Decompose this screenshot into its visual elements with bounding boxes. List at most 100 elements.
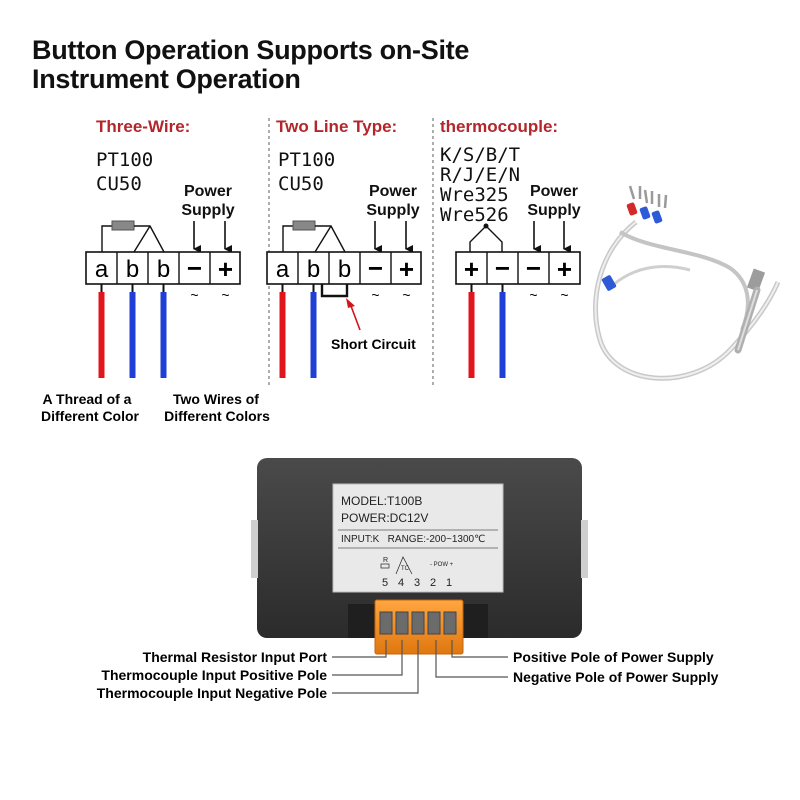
page-title: Button Operation Supports on-Site Instru… <box>32 36 469 94</box>
terminal-label: a <box>276 256 290 283</box>
terminal-label: b <box>157 256 170 283</box>
device-side-tab <box>581 520 588 578</box>
sensor-type: K/S/B/T <box>440 144 520 166</box>
wire-note: A Thread of a <box>43 391 132 407</box>
terminal-label: − <box>368 253 383 283</box>
thermocouple-junction <box>469 225 503 252</box>
ac-mark: ~ <box>560 287 568 303</box>
model-text: MODEL:T100B <box>341 494 422 508</box>
blue-wire <box>160 292 167 378</box>
terminal-strip <box>85 251 241 285</box>
sensor-type: Wre325 <box>440 184 509 206</box>
resistor-lead <box>282 225 293 252</box>
leader-line <box>435 640 508 678</box>
terminal-label: a <box>95 256 109 283</box>
terminal-screw <box>427 611 441 635</box>
red-wire <box>98 292 105 378</box>
ac-mark: ~ <box>529 287 537 303</box>
power-supply-label: Power <box>530 183 578 200</box>
panel-heading: Three-Wire: <box>96 117 190 136</box>
label-tc-mark: TC <box>401 566 410 572</box>
pin-number: 3 <box>414 577 420 589</box>
blue-wire <box>499 292 506 378</box>
thermocouple-probe-icon <box>593 185 781 381</box>
pin-number: 1 <box>446 577 452 589</box>
junction-dot <box>483 223 489 229</box>
leader-line <box>332 640 387 658</box>
resistor-lead <box>101 225 112 252</box>
controller-device: MODEL:T100B POWER:DC12V INPUT:K RANGE:-2… <box>251 458 588 655</box>
leader-line <box>332 640 403 676</box>
sensor-type: PT100 <box>278 149 335 171</box>
blue-wire <box>129 292 136 378</box>
wire-note: Different Color <box>41 408 140 424</box>
terminal-label: + <box>218 254 233 284</box>
terminal-screw <box>395 611 409 635</box>
callout-tc-negative: Thermocouple Input Negative Pole <box>97 685 327 701</box>
input-range-text: INPUT:K RANGE:-200~1300℃ <box>341 534 485 545</box>
device-label <box>332 483 504 593</box>
terminal-label: b <box>126 256 139 283</box>
resistor-lead <box>315 225 346 253</box>
leader-line <box>451 640 508 658</box>
power-supply-label: Supply <box>527 202 580 219</box>
power-text: POWER:DC12V <box>341 511 428 525</box>
power-supply-label: Power <box>369 183 417 200</box>
device-side-tab <box>251 520 258 578</box>
terminal-screw <box>379 611 393 635</box>
terminal-label: − <box>495 253 510 283</box>
callout-tc-positive: Thermocouple Input Positive Pole <box>101 667 327 683</box>
resistor-lead <box>133 225 151 253</box>
terminal-screw <box>411 611 425 635</box>
callout-lines <box>332 640 508 694</box>
terminal-label: b <box>307 256 320 283</box>
callout-thermal-resistor: Thermal Resistor Input Port <box>143 649 328 665</box>
resistor-icon <box>292 220 316 231</box>
wire-note: Two Wires of <box>173 391 259 407</box>
label-tc-shape <box>395 556 413 575</box>
ac-mark: ~ <box>371 287 379 303</box>
sensor-type: CU50 <box>278 173 324 195</box>
callout-power-negative: Negative Pole of Power Supply <box>513 669 719 685</box>
pin-number: 5 <box>382 577 388 589</box>
label-r-mark: R <box>383 557 388 564</box>
short-circuit-arrowhead <box>346 298 355 308</box>
power-supply-label: Supply <box>366 202 419 219</box>
sensor-type: R/J/E/N <box>440 164 520 186</box>
title-line-2: Instrument Operation <box>32 64 301 94</box>
terminal-screw <box>443 611 457 635</box>
red-wire <box>279 292 286 378</box>
sensor-type: PT100 <box>96 149 153 171</box>
power-supply-label: Power <box>184 183 232 200</box>
resistor-lead <box>314 225 332 253</box>
red-wire <box>468 292 475 378</box>
pin-number: 4 <box>398 577 404 589</box>
terminal-label: + <box>557 254 572 284</box>
panel-two-line: Two Line Type: PT100 CU50 Power Supply a… <box>266 117 422 378</box>
pin-number: 2 <box>430 577 436 589</box>
blue-wire <box>310 292 317 378</box>
label-resistor-icon <box>380 563 390 569</box>
panel-heading: thermocouple: <box>440 117 558 136</box>
terminal-label: b <box>338 256 351 283</box>
title-line-1: Button Operation Supports on-Site <box>32 35 470 65</box>
short-circuit-bracket <box>320 284 349 298</box>
ac-mark: ~ <box>221 287 229 303</box>
terminal-strip <box>266 251 422 285</box>
resistor-lead <box>134 225 165 253</box>
sensor-type: CU50 <box>96 173 142 195</box>
panel-three-wire: Three-Wire: PT100 CU50 Power Supply a b … <box>85 117 241 378</box>
ac-mark: ~ <box>190 287 198 303</box>
terminal-label: − <box>526 253 541 283</box>
power-supply-label: Supply <box>181 202 234 219</box>
resistor-icon <box>111 220 135 231</box>
wire-note: Different Colors <box>164 408 270 424</box>
ac-mark: ~ <box>402 287 410 303</box>
panel-heading: Two Line Type: <box>276 117 397 136</box>
callout-power-positive: Positive Pole of Power Supply <box>513 649 714 665</box>
panel-thermocouple: thermocouple: K/S/B/T R/J/E/N Wre325 Wre… <box>440 117 581 378</box>
terminal-label: + <box>464 254 479 284</box>
short-circuit-label: Short Circuit <box>331 336 416 352</box>
terminal-label: + <box>399 254 414 284</box>
